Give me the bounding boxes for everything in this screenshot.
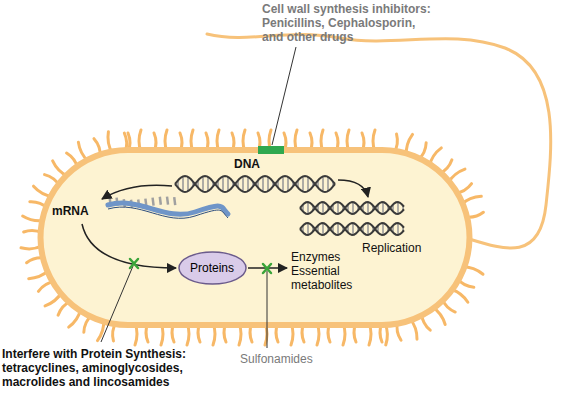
process-label: Replication (362, 241, 421, 255)
leader-line (101, 266, 133, 342)
base-pair (282, 176, 284, 191)
base-pair (382, 223, 384, 235)
dna-strand (300, 202, 404, 214)
transcription-arrow (102, 185, 172, 199)
base-pair (352, 223, 354, 235)
dna-strand (300, 202, 404, 214)
structure-label: DNA (234, 157, 260, 171)
leader-line (267, 271, 268, 348)
dna-strand (175, 176, 335, 192)
base-pair (262, 176, 264, 191)
dna-strand (300, 223, 404, 235)
base-pair (322, 176, 324, 191)
product-label: Enzymes Essential metabolites (291, 250, 363, 292)
base-pair (307, 202, 309, 214)
block-mark (130, 259, 138, 268)
cell-body (41, 150, 470, 325)
mrna-edge (108, 207, 228, 218)
mrna-ribbon (108, 203, 228, 214)
ellipse-shape (179, 252, 246, 284)
base-pair (287, 177, 289, 191)
base-pair (367, 202, 369, 214)
base-pair (337, 223, 339, 235)
base-pair (247, 177, 249, 191)
base-pair (307, 177, 309, 191)
base-pair (307, 223, 309, 235)
pili (21, 130, 483, 345)
target-label: Cell wall synthesis inhibitors: Penicill… (262, 2, 435, 44)
base-pair (367, 223, 369, 235)
cell-wall-target (258, 146, 284, 154)
nucleotide (167, 197, 168, 205)
base-pair (322, 202, 324, 214)
base-pair (222, 176, 224, 191)
block-mark (263, 264, 271, 273)
base-pair (327, 177, 329, 191)
base-pair (182, 176, 184, 191)
dna-strand (300, 223, 404, 235)
node-text: Proteins (190, 261, 234, 275)
base-pair (187, 177, 189, 191)
base-pair (322, 223, 324, 235)
replicated-dna (300, 202, 404, 235)
base-pair (202, 176, 204, 191)
translation-arrow (82, 224, 176, 268)
base-pair (207, 177, 209, 191)
replication-arrow (338, 180, 368, 197)
dna-helix (175, 176, 335, 192)
base-pair (242, 176, 244, 191)
leader-line (272, 47, 296, 145)
base-pair (227, 177, 229, 191)
base-pair (337, 202, 339, 214)
structure-label: mRNA (52, 204, 89, 218)
base-pair (382, 202, 384, 214)
nucleotide (153, 198, 154, 206)
mrna-strand (108, 196, 228, 219)
nucleotide (174, 197, 175, 205)
drug-label: Sulfonamides (240, 352, 313, 366)
dna-strand (175, 176, 335, 192)
base-pair (267, 177, 269, 191)
drug-class-label: Interfere with Protein Synthesis: tetrac… (2, 347, 217, 389)
base-pair (352, 202, 354, 214)
nucleotide (160, 197, 161, 205)
protein-ellipse: Proteins (178, 251, 247, 285)
base-pair (397, 202, 399, 214)
base-pair (302, 176, 304, 191)
base-pair (397, 223, 399, 235)
